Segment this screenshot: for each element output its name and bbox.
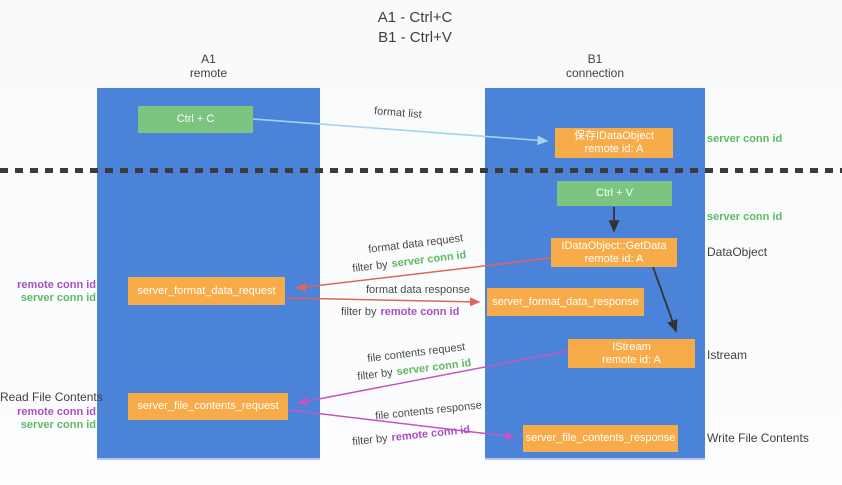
server-conn-id-text: server conn id [395, 357, 472, 379]
server-format-data-request-label: server_format_data_request [137, 284, 276, 297]
filter-by-text: filter by [341, 306, 377, 318]
server-format-data-request-node: server_format_data_request [128, 277, 285, 305]
server-format-data-response-node: server_format_data_response [487, 288, 644, 316]
column-b1-name: B1 [587, 52, 603, 66]
getdata-title: IDataObject::GetData [561, 239, 667, 252]
server-conn-id-annotation-2: server conn id [20, 419, 96, 431]
remote-conn-id-annotation-1: remote conn id [17, 279, 96, 291]
save-idataobject-remote-id: remote id: A [584, 143, 644, 155]
page-title: A1 - Ctrl+C B1 - Ctrl+V [330, 8, 500, 48]
title-line-2: B1 - Ctrl+V [378, 29, 452, 46]
format-data-response-label: format data response [366, 284, 470, 296]
server-file-contents-response-label: server_file_contents_response [525, 432, 676, 444]
server-conn-id-annotation-top: server conn id [707, 133, 783, 145]
ctrl-v-node: Ctrl + V [557, 181, 672, 206]
file-contents-response-label: file contents response [374, 399, 483, 423]
istream-annotation: Istream [707, 348, 748, 362]
server-file-contents-request-node: server_file_contents_request [128, 393, 288, 420]
save-idataobject-node: 保存IDataObject remote id: A [555, 128, 673, 158]
filter-by-text: filter by [351, 432, 389, 449]
ctrl-c-node: Ctrl + C [138, 106, 253, 133]
ctrl-v-label: Ctrl + V [596, 187, 633, 199]
column-b1-sub: connection [565, 66, 625, 80]
idataobject-getdata-node: IDataObject::GetData remote id: A [551, 238, 677, 267]
column-header-b1: B1 connection [485, 52, 705, 80]
filter-by-text: filter by [351, 258, 389, 275]
remote-conn-id-text: remote conn id [390, 423, 471, 445]
dataobject-annotation: DataObject [707, 245, 768, 259]
getdata-remote-id: remote id: A [584, 252, 644, 265]
column-a1-name: A1 [201, 52, 216, 66]
server-conn-id-annotation-mid: server conn id [707, 211, 783, 223]
istream-remote-id: remote id: A [602, 353, 661, 366]
save-idataobject-title: 保存IDataObject [573, 130, 655, 142]
ctrl-c-label: Ctrl + C [176, 113, 215, 125]
server-file-contents-response-node: server_file_contents_response [523, 425, 678, 452]
server-conn-id-text: server conn id [390, 249, 467, 271]
istream-node: IStream remote id: A [568, 339, 695, 368]
remote-conn-id-text: remote conn id [380, 306, 460, 318]
server-file-contents-request-label: server_file_contents_request [137, 400, 279, 412]
column-header-a1: A1 remote [97, 52, 320, 80]
session-divider-dotted-line [0, 168, 842, 173]
title-line-1: A1 - Ctrl+C [377, 9, 453, 26]
server-conn-id-annotation-1: server conn id [20, 292, 96, 304]
istream-title: IStream [612, 340, 651, 353]
filter-by-text: filter by [356, 366, 394, 383]
remote-conn-id-annotation-2: remote conn id [17, 406, 96, 418]
format-list-label: format list [373, 105, 423, 121]
server-format-data-response-label: server_format_data_response [492, 295, 639, 308]
write-file-contents-annotation: Write File Contents [707, 431, 809, 445]
read-file-contents-annotation: Read File Contents [0, 390, 103, 404]
column-a1-sub: remote [189, 66, 228, 80]
